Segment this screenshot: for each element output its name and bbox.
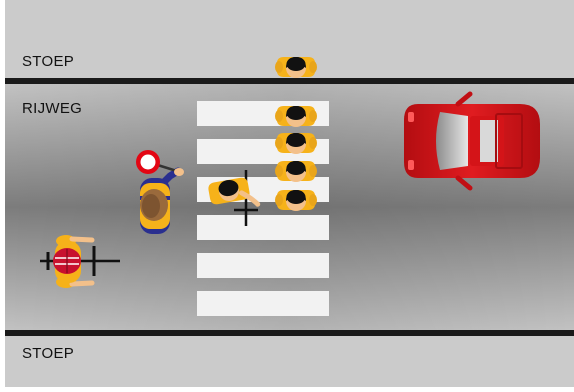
red-car-icon	[404, 94, 540, 188]
pedestrian-icon	[275, 57, 317, 78]
sidewalk-bottom	[5, 334, 574, 387]
stop-sign-icon	[136, 150, 160, 174]
zebra-stripe	[197, 291, 329, 316]
zebra-stripe	[197, 253, 329, 278]
roadway-label: RIJWEG	[22, 100, 82, 117]
pedestrian-icon	[275, 190, 317, 211]
sidewalk-top-label: STOEP	[22, 53, 74, 70]
pedestrian-icon	[275, 161, 317, 182]
pedestrian-icon	[275, 106, 317, 127]
sidewalk-bottom-label: STOEP	[22, 345, 74, 362]
curb-line-top	[5, 78, 574, 84]
pedestrian-icon	[275, 133, 317, 154]
curb-line-bottom	[5, 330, 574, 336]
zebra-stripe	[197, 215, 329, 240]
